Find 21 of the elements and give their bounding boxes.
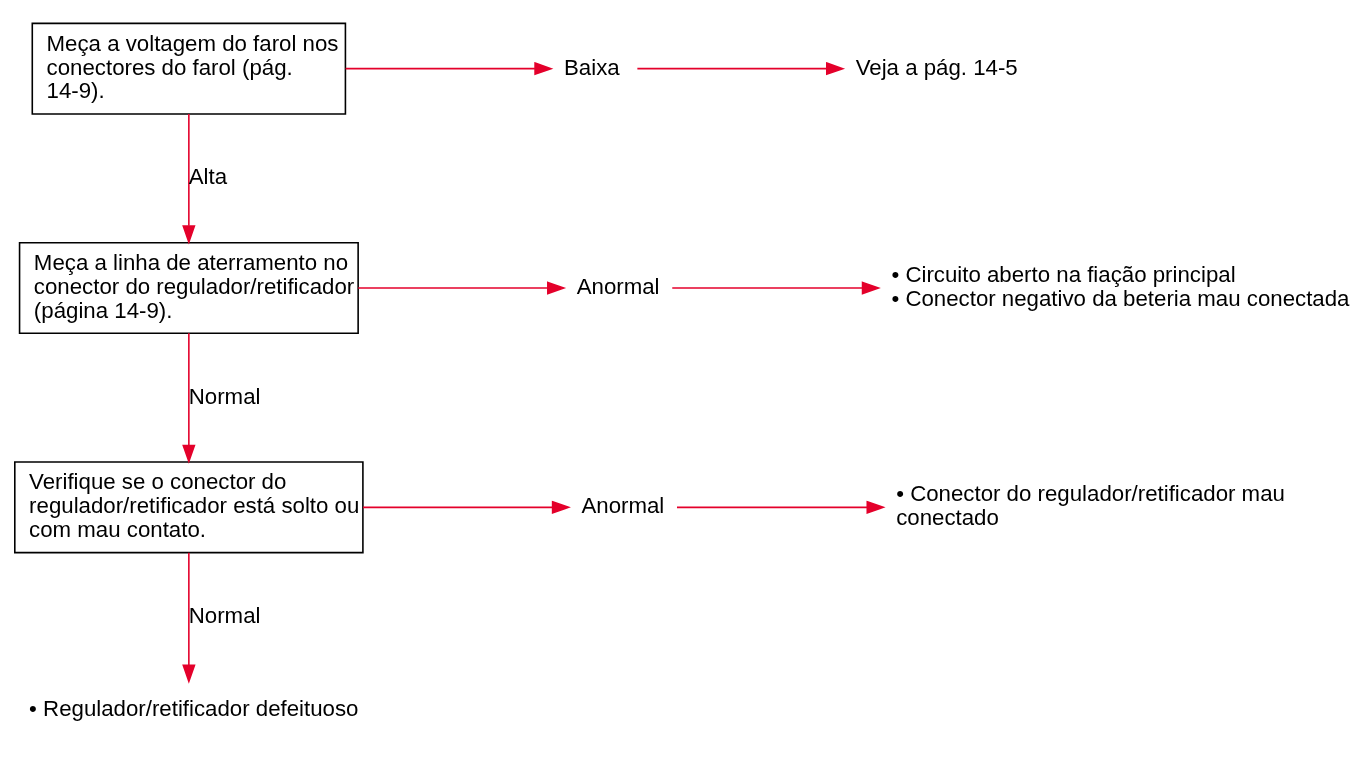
arrow [676,500,886,514]
node-text: • Regulador/retificador defeituoso [29,695,359,721]
edge-label: Normal [188,602,261,628]
arrow [357,280,567,295]
arrow [182,551,196,684]
node-text: Anormal [576,273,660,299]
node-text: Veja a pág. 14-5 [855,54,1018,80]
node-text: Anormal [581,492,665,518]
node-box: Meça a linha de aterramento no conector do regulador/retificador (página 14-9). [18,241,359,334]
arrow [344,61,554,75]
node-text: • Circuito aberto na fiação principal • Conector negativo da beteria mau conectada [891,261,1350,311]
edge-label: Normal [188,383,261,409]
arrow [182,332,196,464]
arrow [671,280,881,295]
node-box: Verifique se o conector do regulador/retificador está solto ou com mau contato. [14,460,364,553]
arrow [362,500,571,514]
node-box: Meça a voltagem do farol nos conectores do farol (pág. 14-9). [31,22,347,115]
arrow [182,112,196,244]
arrow [636,61,846,75]
node-text: Baixa [563,54,620,80]
node-text: • Conector do regulador/retificador mau conectado [896,480,1285,530]
